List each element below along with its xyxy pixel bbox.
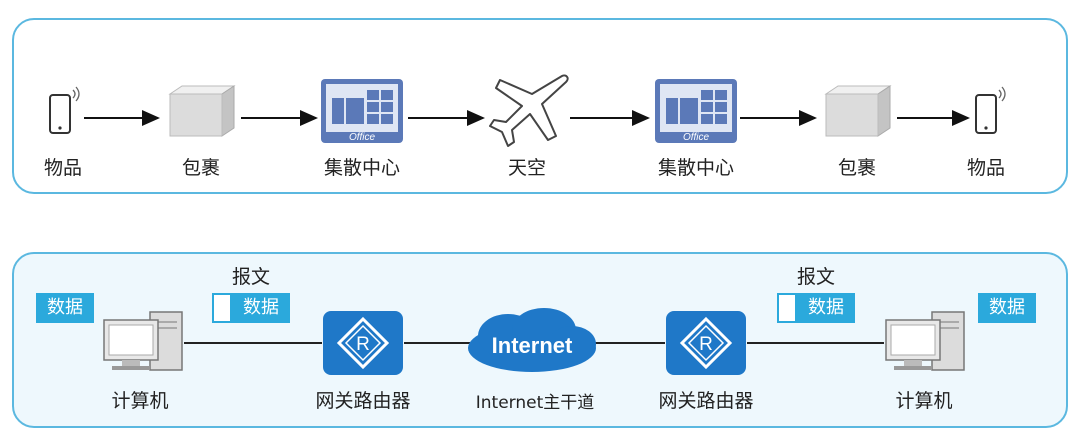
office-building-icon: Office xyxy=(655,79,737,143)
office-badge: Office xyxy=(683,132,710,143)
packet-body: 数据 xyxy=(797,293,855,323)
svg-text:R: R xyxy=(699,334,713,355)
packet-right: 数据 xyxy=(777,293,855,323)
internet-cloud-text: Internet xyxy=(492,333,573,358)
node-label-item: 物品 xyxy=(43,157,83,179)
phone-icon xyxy=(975,86,1006,134)
computer-icon xyxy=(103,311,183,371)
node-label-package: 包裹 xyxy=(181,157,221,179)
packet-label-right: 报文 xyxy=(796,266,836,288)
package-icon xyxy=(168,85,236,137)
office-badge: Office xyxy=(349,132,376,143)
data-tag-left: 数据 xyxy=(36,293,94,323)
packet-header xyxy=(212,293,232,323)
internet-cloud-icon: Internet xyxy=(468,308,596,372)
phone-icon xyxy=(49,86,80,134)
node-label-distribution-center: 集散中心 xyxy=(657,157,735,179)
node-label-package: 包裹 xyxy=(837,157,877,179)
packet-left: 数据 xyxy=(212,293,290,323)
packet-header xyxy=(777,293,797,323)
node-label-item: 物品 xyxy=(966,157,1006,179)
router-icon: R xyxy=(323,311,403,375)
node-label-distribution-center: 集散中心 xyxy=(323,157,401,179)
packet-label-left: 报文 xyxy=(231,266,271,288)
node-label-gateway-router: 网关路由器 xyxy=(658,390,754,412)
airplane-icon xyxy=(489,74,569,147)
node-label-internet-backbone: Internet主干道 xyxy=(475,393,595,413)
data-tag-right: 数据 xyxy=(978,293,1036,323)
node-label-computer: 计算机 xyxy=(895,390,953,412)
node-label-gateway-router: 网关路由器 xyxy=(315,390,411,412)
svg-text:R: R xyxy=(356,334,370,355)
packet-body: 数据 xyxy=(232,293,290,323)
office-building-icon: Office xyxy=(321,79,403,143)
package-icon xyxy=(824,85,892,137)
node-label-computer: 计算机 xyxy=(111,390,169,412)
node-label-sky: 天空 xyxy=(507,157,547,179)
computer-icon xyxy=(885,311,965,371)
router-icon: R xyxy=(666,311,746,375)
